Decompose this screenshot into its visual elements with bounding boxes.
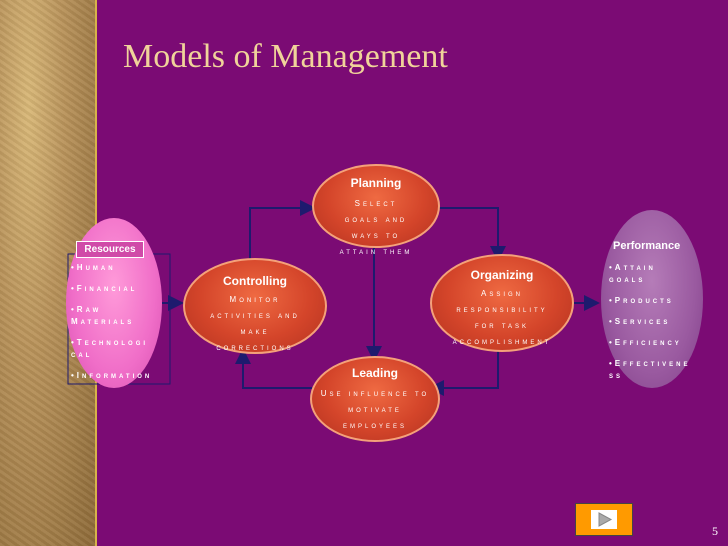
- organizing-text: Assign responsibility for task accomplis…: [432, 286, 572, 350]
- play-icon: [598, 512, 613, 527]
- performance-oval: [601, 210, 703, 388]
- list-item: Materials: [71, 317, 135, 326]
- organizing-heading: Organizing: [470, 268, 534, 282]
- controlling-heading: Controlling: [223, 274, 287, 288]
- leading-text: Use influence to motivate employees: [312, 386, 438, 434]
- organizing-line: Assign: [480, 289, 523, 298]
- planning-text: Select goals and ways to attain them: [314, 196, 438, 260]
- controlling-line: corrections: [216, 343, 294, 352]
- organizing-line: responsibility: [456, 305, 548, 314]
- organizing-ellipse: Organizing Assign responsibility for tas…: [430, 254, 574, 352]
- list-item: ss: [609, 371, 624, 380]
- list-item: cal: [71, 350, 93, 359]
- leading-line: employees: [342, 421, 407, 430]
- list-item: •Technologi: [71, 338, 149, 347]
- button-face: [591, 510, 617, 529]
- list-item: •Financial: [71, 284, 138, 293]
- list-item: •Raw: [71, 305, 102, 314]
- leading-line: motivate: [348, 405, 402, 414]
- planning-line: ways to: [351, 231, 401, 240]
- list-item: •Attain: [609, 263, 656, 272]
- page-number: 5: [712, 524, 718, 538]
- controlling-line: make: [240, 327, 270, 336]
- controlling-line: activities and: [210, 311, 300, 320]
- resources-label: Resources: [76, 241, 144, 258]
- planning-ellipse: Planning Select goals and ways to attain…: [312, 164, 440, 256]
- controlling-text: Monitor activities and make corrections: [185, 292, 325, 356]
- leading-heading: Leading: [351, 366, 398, 380]
- organizing-line: accomplishment: [452, 337, 552, 346]
- planning-line: goals and: [344, 215, 408, 224]
- list-item: •Effectivene: [609, 359, 691, 368]
- list-item: •Human: [71, 263, 116, 272]
- performance-list: •Attain goals •Products •Services •Effic…: [609, 262, 690, 391]
- planning-heading: Planning: [350, 176, 402, 190]
- list-item: •Products: [609, 296, 674, 305]
- list-item: •Information: [71, 371, 153, 380]
- list-item: •Services: [609, 317, 671, 326]
- slide-title: Models of Management: [123, 38, 448, 75]
- performance-label: Performance: [613, 240, 681, 252]
- resources-list: •Human •Financial •Raw Materials •Techno…: [71, 262, 152, 391]
- planning-line: Select: [354, 199, 398, 208]
- next-slide-button[interactable]: [575, 503, 633, 536]
- list-item: goals: [609, 275, 646, 284]
- controlling-ellipse: Controlling Monitor activities and make …: [183, 258, 327, 354]
- list-item: •Efficiency: [609, 338, 682, 347]
- planning-line: attain them: [339, 247, 413, 256]
- leading-ellipse: Leading Use influence to motivate employ…: [310, 356, 440, 442]
- organizing-line: for task: [474, 321, 530, 330]
- controlling-line: Monitor: [229, 295, 281, 304]
- leading-line: Use influence to: [320, 389, 430, 398]
